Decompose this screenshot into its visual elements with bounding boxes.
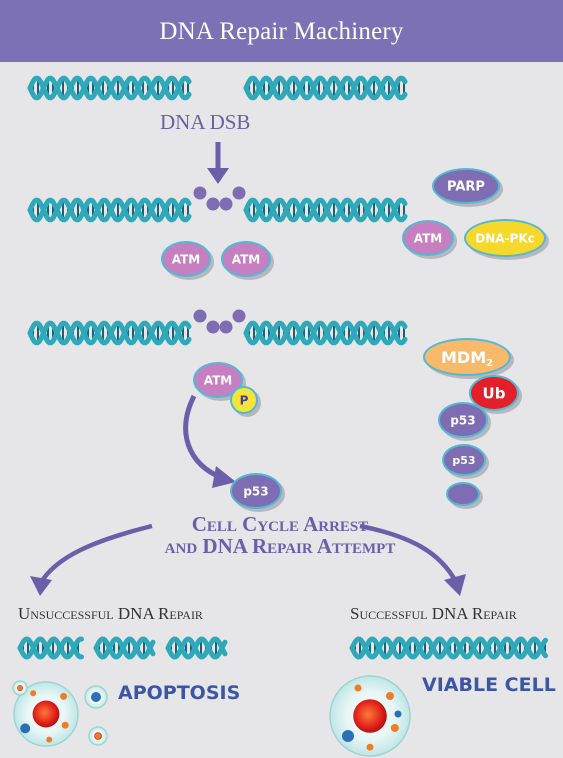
page-title: DNA Repair Machinery bbox=[159, 18, 404, 45]
cell bbox=[88, 726, 108, 746]
phospho-group: P bbox=[230, 386, 261, 417]
atm-protein: ATM bbox=[221, 241, 274, 280]
down-arrow-head bbox=[207, 168, 229, 184]
apoptosis-label: APOPTOSIS bbox=[118, 682, 241, 704]
cell bbox=[13, 681, 79, 747]
mdm2-protein: MDM2 bbox=[423, 338, 514, 379]
break-fragments bbox=[193, 309, 246, 334]
dsb-label: DNA DSB bbox=[160, 110, 251, 134]
dnapk-protein-label: DNA-PKc bbox=[475, 231, 534, 245]
ub-protein-label: Ub bbox=[483, 384, 506, 402]
break-fragments bbox=[193, 186, 246, 211]
dna-helix bbox=[243, 320, 408, 346]
phospho-group-label: P bbox=[240, 393, 249, 407]
parp-protein-label: PARP bbox=[447, 180, 485, 195]
dna-helix bbox=[27, 75, 192, 101]
p53-protein: p53 bbox=[442, 444, 489, 479]
p53-fragment bbox=[446, 482, 483, 509]
dna-helix bbox=[165, 636, 228, 660]
mdm2-protein-label: MDM2 bbox=[441, 348, 493, 369]
atm-protein-label: ATM bbox=[204, 373, 232, 387]
viable-cell-label: VIABLE CELL bbox=[422, 674, 556, 696]
atm-protein-label: ATM bbox=[232, 252, 260, 266]
atm-protein: ATM bbox=[402, 220, 457, 259]
p53-protein: p53 bbox=[230, 473, 285, 512]
dna-helix bbox=[93, 636, 156, 660]
cell bbox=[12, 680, 28, 696]
dna-helix bbox=[349, 636, 548, 660]
cell bbox=[84, 685, 108, 709]
dna-helix bbox=[27, 197, 192, 223]
left-branch-arrow-head bbox=[30, 576, 52, 596]
curved-arrow bbox=[183, 394, 223, 481]
header-banner: DNA Repair Machinery bbox=[0, 0, 563, 62]
right-branch-arrow bbox=[359, 523, 458, 584]
atm-protein-label: ATM bbox=[414, 231, 442, 245]
arrest-line-2: and DNA Repair Attempt bbox=[164, 534, 396, 558]
atm-protein-label: ATM bbox=[172, 252, 200, 266]
dna-strands bbox=[17, 75, 548, 660]
p53-protein: p53 bbox=[438, 402, 491, 441]
arrest-line-1: Cell Cycle Arrest bbox=[191, 512, 369, 536]
dna-helix bbox=[243, 75, 408, 101]
dna-helix bbox=[243, 197, 408, 223]
atm-protein: ATM bbox=[161, 241, 214, 280]
successful-label: Successful DNA Repair bbox=[350, 604, 517, 623]
cell bbox=[329, 675, 411, 757]
curved-arrow-head bbox=[212, 466, 236, 488]
arrest-label: Cell Cycle Arrest and DNA Repair Attempt bbox=[150, 513, 410, 557]
right-branch-arrow-head bbox=[444, 574, 466, 596]
parp-protein: PARP bbox=[432, 168, 503, 207]
ub-protein: Ub bbox=[469, 375, 522, 414]
left-branch-arrow bbox=[38, 523, 153, 586]
unsuccessful-label: Unsuccessful DNA Repair bbox=[18, 604, 203, 623]
p53-protein-label: p53 bbox=[243, 484, 268, 498]
dna-helix bbox=[27, 320, 192, 346]
dnapk-protein: DNA-PKc bbox=[464, 219, 549, 260]
dna-helix bbox=[17, 636, 84, 660]
atm-protein: ATM bbox=[193, 362, 246, 401]
p53-protein-label: p53 bbox=[452, 454, 475, 467]
cells bbox=[12, 675, 411, 757]
p53-protein-label: p53 bbox=[450, 413, 475, 427]
